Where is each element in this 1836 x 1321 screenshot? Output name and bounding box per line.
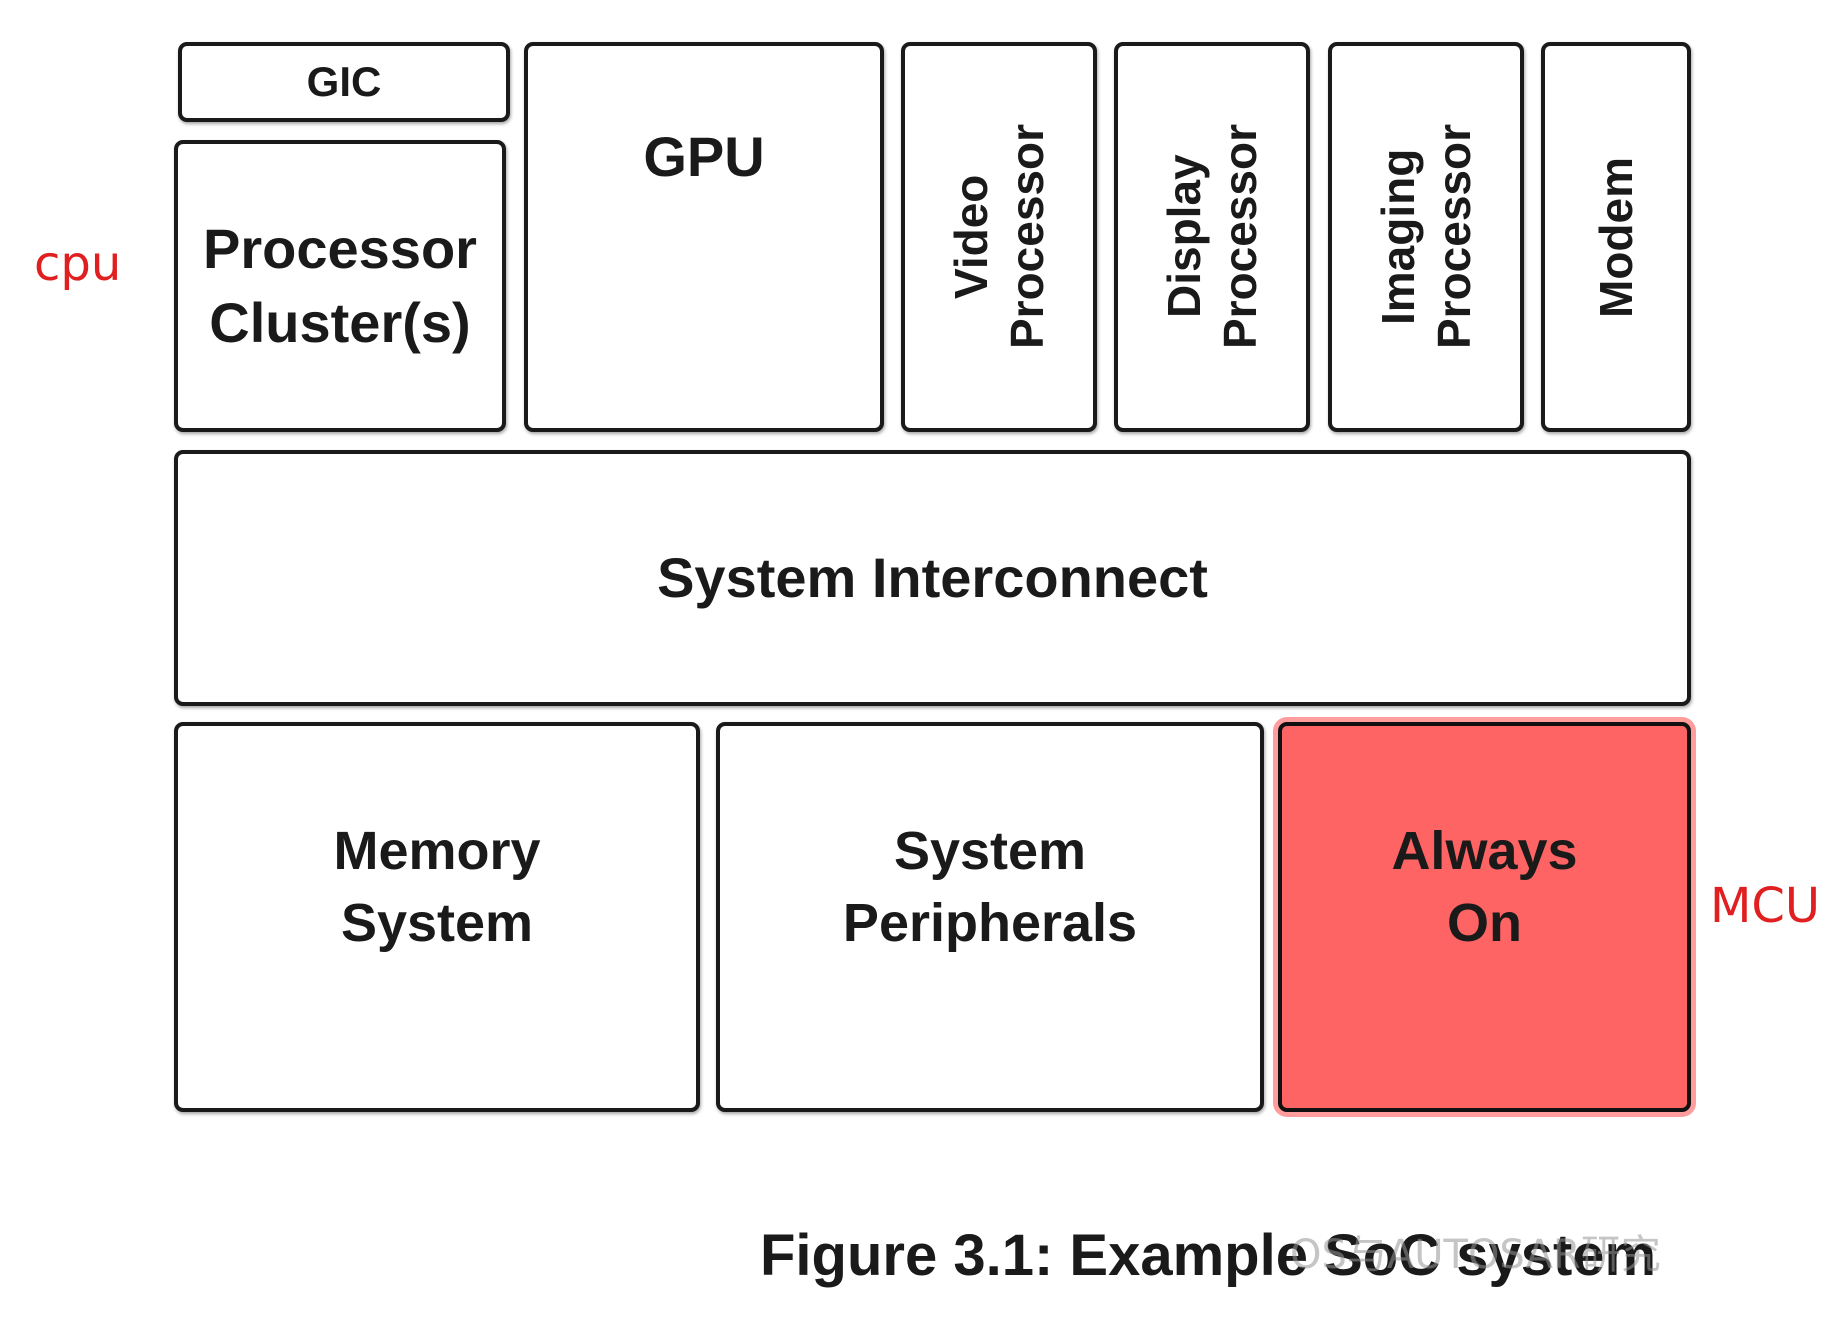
- system-interconnect-label: System Interconnect: [657, 546, 1208, 609]
- always-on-label: Always On: [1391, 821, 1578, 953]
- gic-label: GIC: [306, 58, 382, 105]
- modem-label: Modem: [1590, 156, 1642, 318]
- gic-block: GIC: [178, 42, 510, 122]
- video-processor-label: Video Processor: [945, 124, 1053, 350]
- figure-caption: Figure 3.1: Example SoC system: [760, 1223, 1657, 1288]
- system-interconnect-block: System Interconnect: [174, 450, 1691, 706]
- display-processor-label: Display Processor: [1158, 124, 1266, 350]
- gpu-label: GPU: [643, 125, 765, 188]
- video-processor-block: Video Processor: [901, 42, 1097, 432]
- gpu-block: GPU: [524, 42, 884, 432]
- mcu-annotation: MCU: [1710, 878, 1821, 934]
- system-peripherals-block: System Peripherals: [716, 722, 1264, 1112]
- memory-system-block: Memory System: [174, 722, 700, 1112]
- imaging-processor-label: Imaging Processor: [1372, 124, 1480, 350]
- system-peripherals-label: System Peripherals: [842, 821, 1138, 953]
- cpu-annotation: cpu: [34, 236, 122, 292]
- always-on-block: Always On: [1278, 722, 1691, 1112]
- processor-cluster-label: Processor Cluster(s): [203, 217, 477, 354]
- processor-cluster-block: Processor Cluster(s): [174, 140, 506, 432]
- display-processor-block: Display Processor: [1114, 42, 1310, 432]
- watermark: OS与AUTOSAR研究: [1290, 1232, 1661, 1278]
- memory-system-label: Memory System: [333, 821, 541, 953]
- imaging-processor-block: Imaging Processor: [1328, 42, 1524, 432]
- modem-block: Modem: [1541, 42, 1691, 432]
